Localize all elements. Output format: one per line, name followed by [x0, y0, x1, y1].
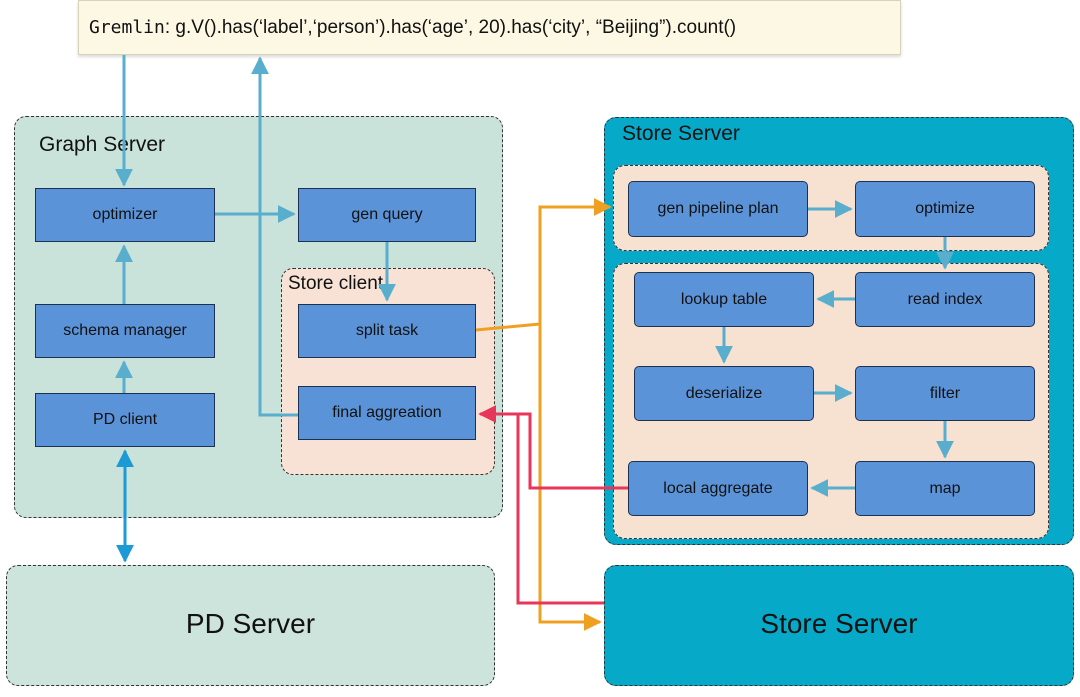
- optimize-node: optimize: [855, 181, 1035, 237]
- gen-query-node: gen query: [298, 188, 476, 242]
- query-text: : g.V().has(‘label’,‘person’).has(‘age’,…: [164, 17, 737, 38]
- edge-store-server-bottom-to-final-aggregation: [516, 414, 604, 605]
- edge-split-task-to-store-server-bottom: [538, 324, 602, 631]
- split-task-node: split task: [298, 304, 476, 358]
- store-server-bottom-title: Store Server: [760, 608, 918, 639]
- pd-server-region: [6, 565, 495, 686]
- store-client-title: Store client: [288, 273, 384, 294]
- deserialize-node: deserialize: [634, 366, 814, 421]
- filter-node: filter: [855, 366, 1035, 421]
- gremlin-query-bar: Gremlin: g.V().has(‘label’,‘person’).has…: [78, 0, 901, 55]
- final-aggregation-node: final aggreation: [298, 386, 476, 440]
- optimizer-node: optimizer: [35, 188, 215, 242]
- query-keyword: Gremlin: [89, 17, 165, 38]
- read-index-node: read index: [855, 272, 1035, 327]
- pd-server-title: PD Server: [185, 608, 316, 639]
- store-server-bottom-region: [604, 565, 1074, 686]
- graph-server-title: Graph Server: [39, 133, 166, 156]
- store-client-region: [281, 268, 495, 475]
- local-aggregate-node: local aggregate: [628, 461, 808, 516]
- schema-manager-node: schema manager: [35, 304, 215, 358]
- gen-pipeline-plan-node: gen pipeline plan: [628, 181, 808, 237]
- map-node: map: [855, 461, 1035, 516]
- store-server-title: Store Server: [622, 122, 740, 145]
- lookup-table-node: lookup table: [634, 272, 814, 327]
- pd-client-node: PD client: [35, 393, 215, 447]
